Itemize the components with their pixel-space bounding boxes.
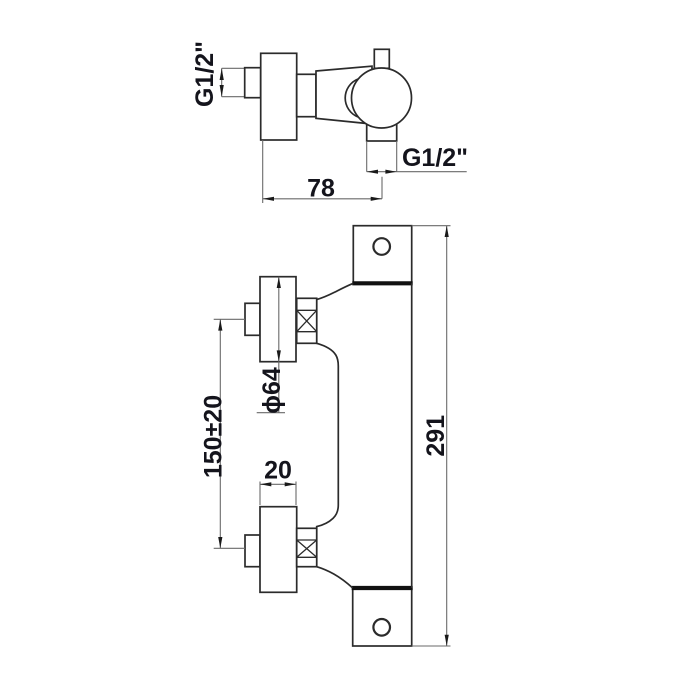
arrowhead <box>444 225 449 237</box>
connector-block <box>295 73 317 118</box>
dim-outlet-thread <box>366 141 467 174</box>
top-screw-hole <box>372 237 392 256</box>
dim-depth <box>262 140 383 203</box>
dim-text-handle-width: 20 <box>264 457 292 485</box>
side-view: G1/2" G1/2" 78 <box>191 41 468 203</box>
bottom-valve-connector <box>295 527 318 568</box>
dim-handle-width <box>259 481 297 505</box>
arrowhead <box>284 482 296 487</box>
arrowhead <box>276 350 281 362</box>
dim-inlet-thread <box>219 67 247 98</box>
dim-text-centers-distance: 150±20 <box>200 395 228 478</box>
dim-centers-distance <box>213 318 245 549</box>
dim-text-handle-diameter: ϕ64 <box>258 367 286 414</box>
arrowhead <box>260 482 272 487</box>
top-inlet-nipple <box>244 302 261 337</box>
arrowhead <box>218 319 223 331</box>
dim-text-depth: 78 <box>307 175 335 203</box>
arrowhead <box>370 196 382 201</box>
wall-flange-body <box>259 52 298 141</box>
inlet-nipple <box>243 66 262 99</box>
bottom-screw-hole <box>372 617 392 637</box>
label-outlet-thread: G1/2" <box>402 144 468 172</box>
arrowhead <box>219 85 224 97</box>
bottom-connector-cross <box>296 539 318 558</box>
dim-handle-diameter <box>256 276 285 414</box>
body-left-contour <box>315 282 354 589</box>
label-inlet-thread: G1/2" <box>191 41 219 107</box>
bottom-mounting-bracket <box>351 587 413 647</box>
control-knob-circle <box>350 67 413 129</box>
arrowhead <box>262 196 274 201</box>
arrowhead <box>218 537 223 549</box>
arrowhead <box>366 169 378 174</box>
handle-stub <box>373 48 391 70</box>
top-handle <box>259 275 297 363</box>
arrowhead <box>219 68 224 80</box>
bottom-valve-assembly <box>244 505 318 594</box>
bottom-inlet-nipple <box>244 534 261 568</box>
dim-overall-height <box>411 225 451 647</box>
arrowhead <box>444 634 449 646</box>
dim-text-overall-height: 291 <box>422 415 450 457</box>
top-valve-assembly <box>244 275 318 363</box>
top-connector-cross <box>296 309 318 333</box>
knob-face-arc <box>344 78 359 118</box>
bottom-handle <box>259 505 298 594</box>
arrowhead <box>276 276 281 288</box>
arrowhead <box>385 169 397 174</box>
front-view: ϕ64 150±20 20 291 <box>200 224 451 647</box>
